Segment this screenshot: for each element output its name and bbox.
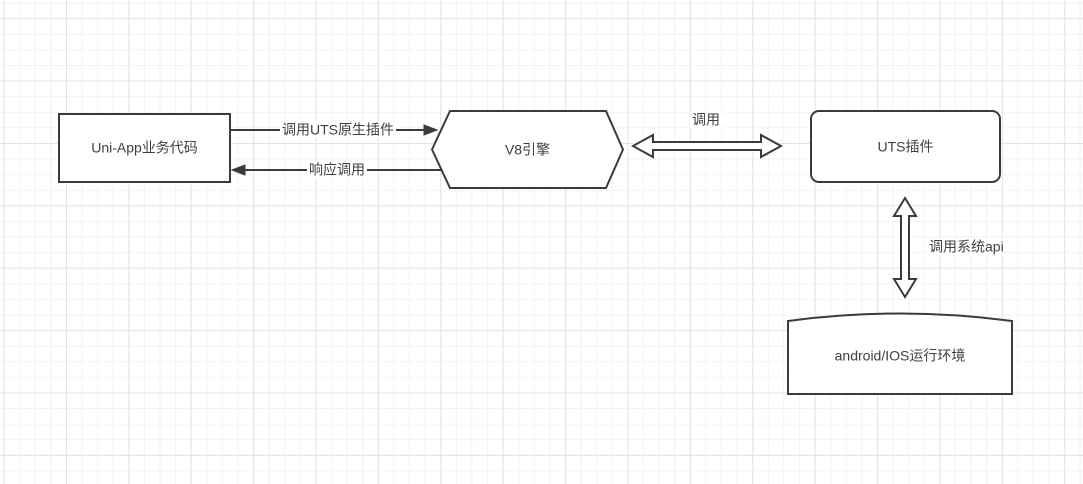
runtime-node-label: android/IOS运行环境 <box>834 347 966 364</box>
runtime-node-shape[interactable] <box>787 312 1013 395</box>
v8-hexagon-shape[interactable] <box>430 110 625 189</box>
edge-call-system-api-label: 调用系统api <box>927 238 1006 256</box>
edge-call-system-api-double-arrow[interactable] <box>892 196 918 299</box>
edge-call-double-arrow[interactable] <box>630 133 784 159</box>
arrowhead-right-icon <box>423 124 439 136</box>
edge-call-plugin-label: 调用UTS原生插件 <box>280 121 396 139</box>
edge-call-label: 调用 <box>690 111 722 129</box>
arrowhead-left-icon <box>230 164 246 176</box>
uts-node-label: UTS插件 <box>877 138 934 155</box>
uniapp-node-shape[interactable] <box>58 113 231 183</box>
uniapp-node-label: Uni-App业务代码 <box>91 139 198 156</box>
uts-node-shape[interactable] <box>810 110 1001 183</box>
edge-respond-label: 响应调用 <box>307 161 367 179</box>
v8-node-label: V8引擎 <box>504 141 551 158</box>
